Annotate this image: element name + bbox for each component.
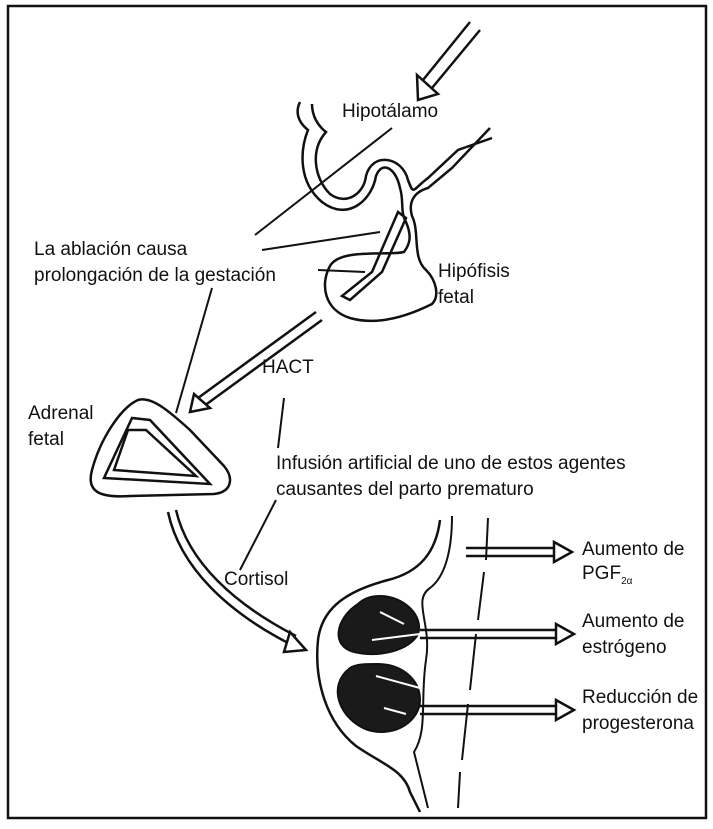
infusion-label-line1: Infusión artificial de uno de estos agen… [276, 452, 626, 475]
uterus-section [317, 516, 488, 812]
estrogen-label-line2: estrógeno [582, 636, 667, 659]
infusion-label-line2: causantes del parto prematuro [276, 478, 534, 501]
ablation-label-line1: La ablación causa [34, 238, 187, 261]
cortisol-label: Cortisol [224, 568, 288, 591]
pituitary-label-line2: fetal [438, 286, 474, 309]
pgf-label-line1: Aumento de [582, 538, 684, 561]
pgf-arrow [466, 542, 572, 562]
pituitary-label-line1: Hipófisis [438, 260, 510, 283]
estrogen-label-line1: Aumento de [582, 610, 684, 633]
progesterone-label-line1: Reducción de [582, 686, 698, 709]
fetal-adrenal [91, 399, 230, 496]
progesterone-arrow [420, 700, 574, 720]
ablation-label-line2: prolongación de la gestación [34, 264, 276, 287]
adrenal-label-line1: Adrenal [28, 402, 94, 425]
estrogen-arrow [420, 624, 574, 644]
progesterone-label-line2: progesterona [582, 712, 694, 735]
hypothalamus-label: Hipotálamo [342, 100, 438, 123]
pgf-subscript: 2α [621, 576, 632, 587]
acth-label: HACT [262, 356, 314, 379]
input-arrow [417, 22, 480, 100]
adrenal-label-line2: fetal [28, 428, 64, 451]
pgf-base: PGF [582, 563, 621, 584]
pgf-label-line2: PGF2α [582, 562, 632, 585]
